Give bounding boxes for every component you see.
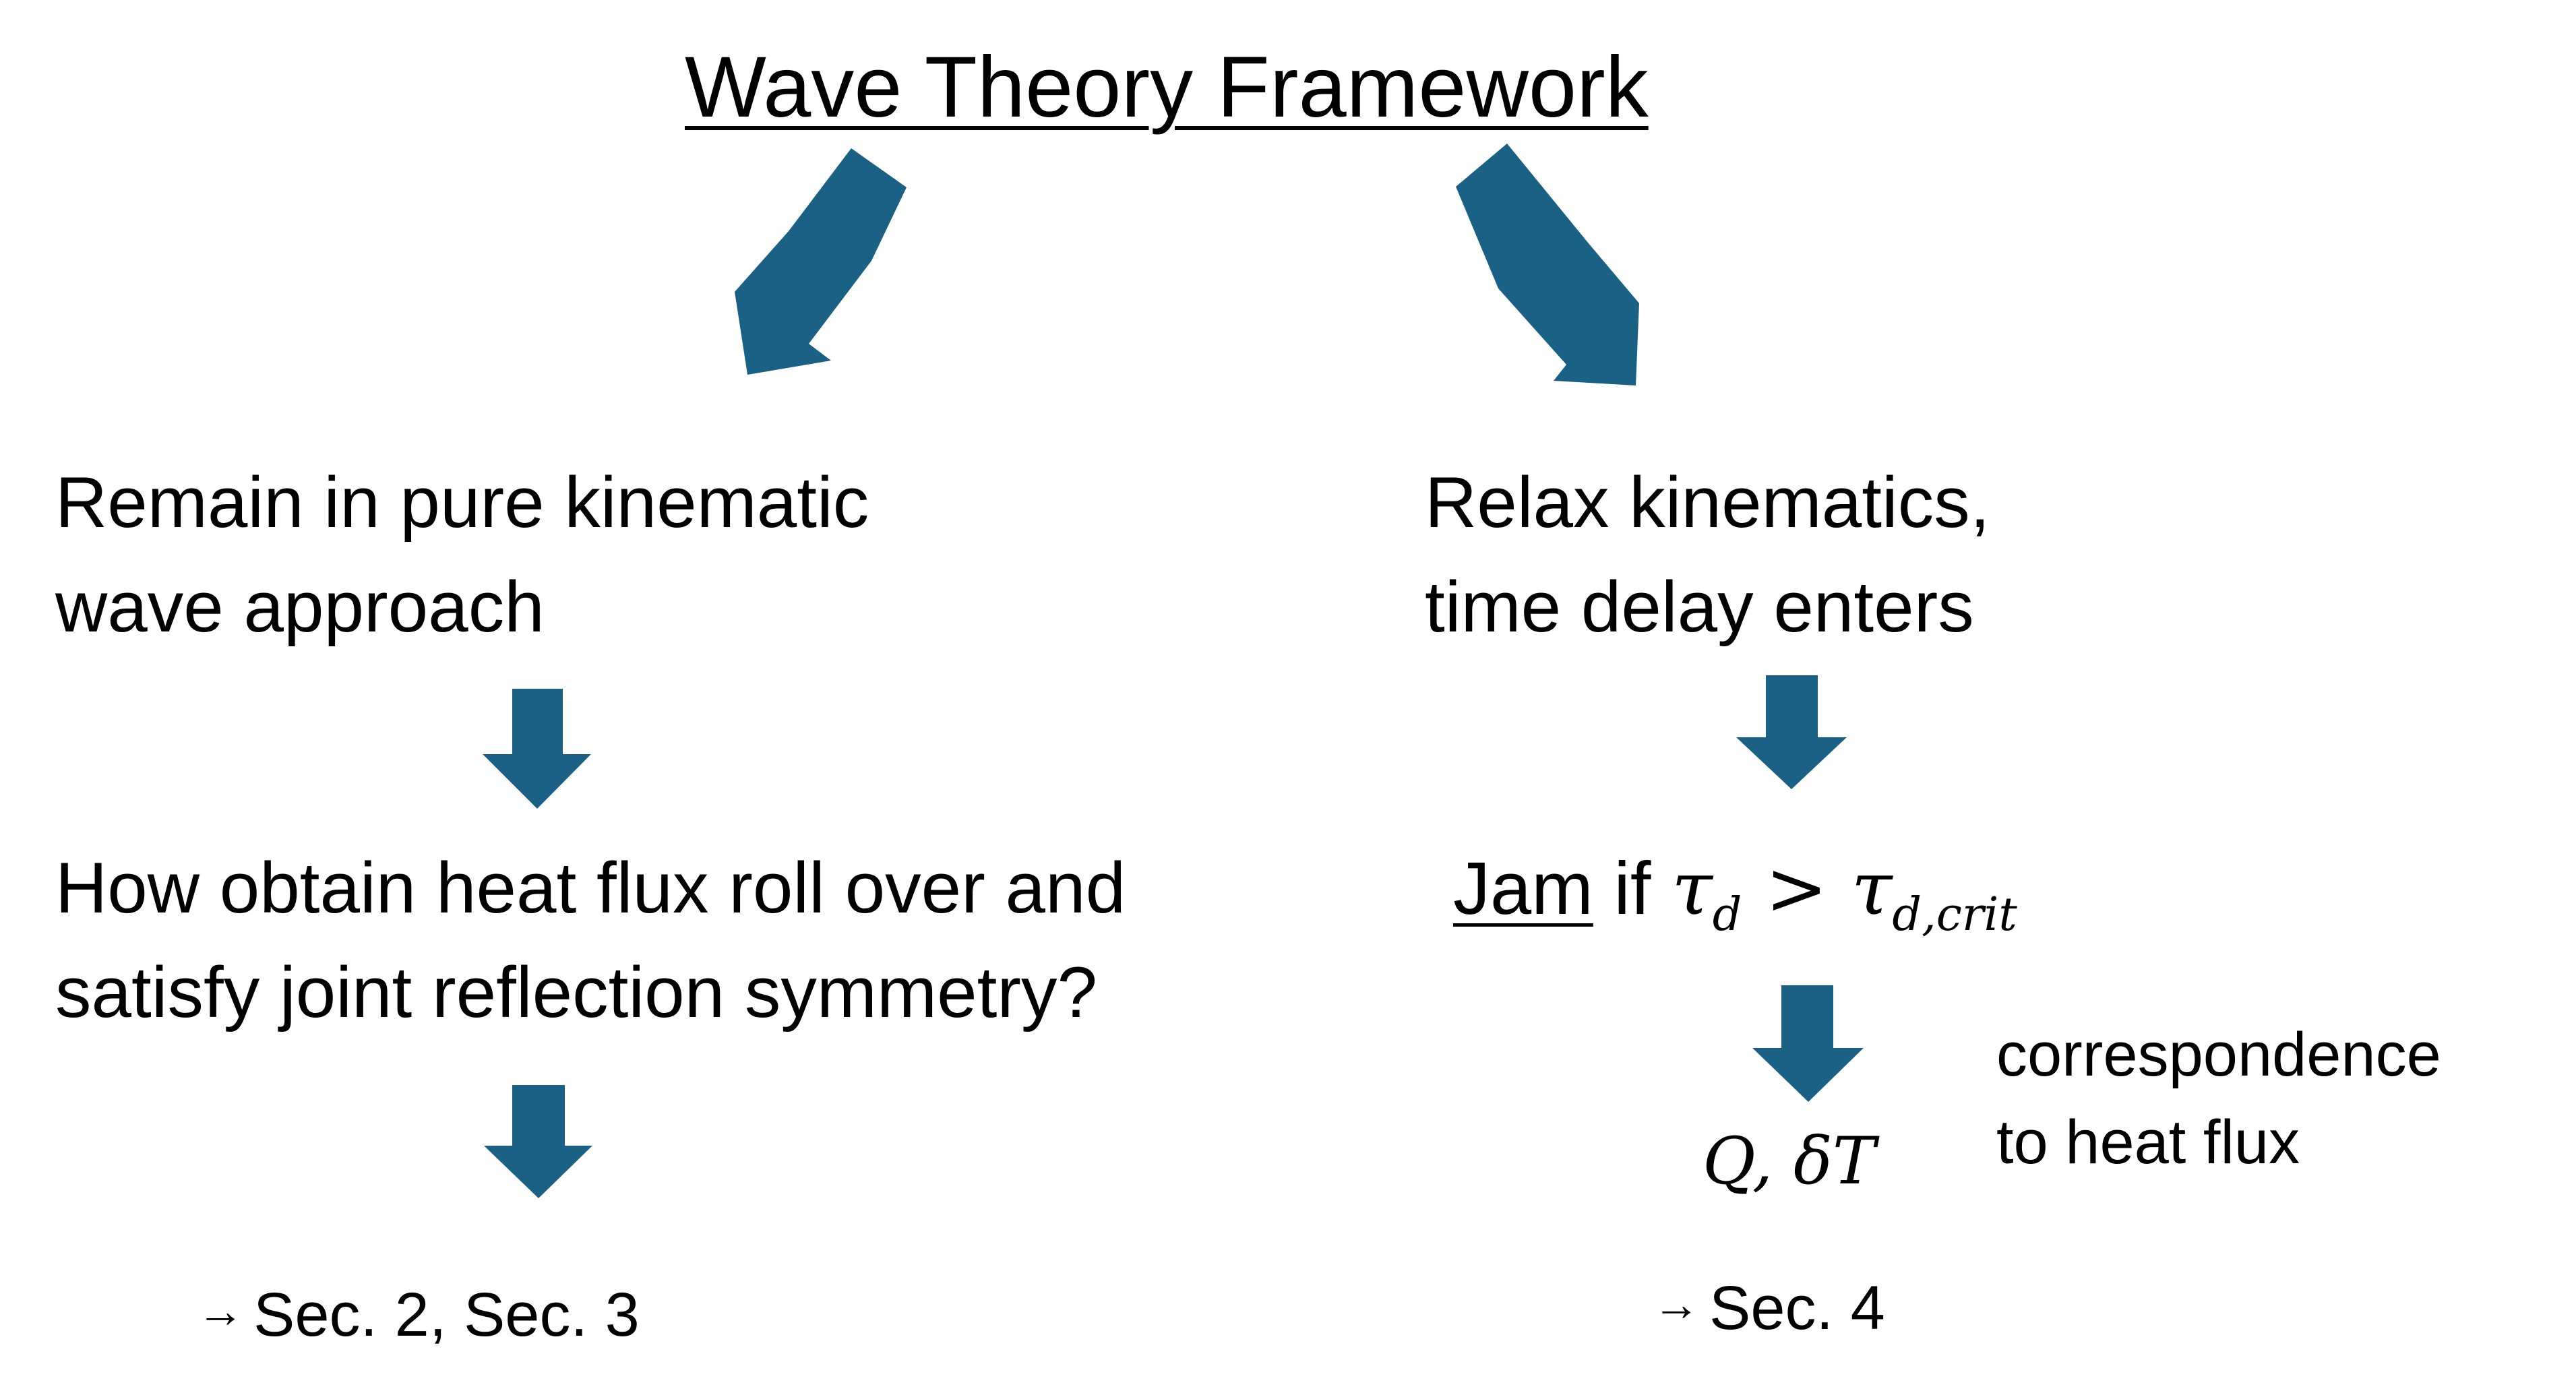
left-reference-text: Sec. 2, Sec. 3 (253, 1280, 640, 1349)
left-branch-step-2: How obtain heat flux roll over and satis… (55, 836, 1126, 1045)
down-arrow-left-1 (483, 689, 591, 809)
left-step-2-line-2: satisfy joint reflection symmetry? (55, 952, 1098, 1032)
tau-symbol: τ (1671, 845, 1713, 931)
down-arrow-right-1 (1736, 675, 1847, 789)
left-step-1-line-2: wave approach (55, 566, 545, 647)
right-step-1-line-1: Relax kinematics, (1425, 462, 1990, 543)
down-arrow-left-2 (484, 1085, 592, 1198)
right-branch-step-1: Relax kinematics, time delay enters (1425, 450, 1990, 659)
correspondence-line-1: correspondence (1996, 1020, 2441, 1089)
greater-than-sign: > (1765, 845, 1828, 931)
correspondence-note: correspondence to heat flux (1996, 1011, 2441, 1186)
right-arrow-icon: → (197, 1284, 244, 1337)
left-step-1-line-1: Remain in pure kinematic (55, 462, 869, 543)
jam-condition: Jam if τd > τd,crit (1453, 841, 2017, 962)
right-step-1-line-2: time delay enters (1425, 566, 1974, 647)
tau-subscript: d (1712, 888, 1742, 941)
diagonal-arrow-right (1456, 144, 1639, 385)
diagram-title: Wave Theory Framework (685, 39, 1649, 135)
right-section-reference: →Sec. 4 (1653, 1260, 1885, 1352)
left-step-2-line-1: How obtain heat flux roll over and (55, 847, 1126, 928)
jam-if: if (1614, 847, 1651, 930)
left-branch-step-1: Remain in pure kinematic wave approach (55, 450, 869, 659)
result-q: Q, (1703, 1123, 1773, 1199)
diagonal-arrow-left (735, 148, 907, 375)
result-delta-t: δT (1793, 1123, 1876, 1199)
result-quantities: Q, δT (1703, 1117, 1876, 1205)
jam-word: Jam (1453, 847, 1593, 930)
correspondence-line-2: to heat flux (1996, 1108, 2300, 1177)
right-arrow-icon: → (1653, 1278, 1700, 1330)
right-reference-text: Sec. 4 (1709, 1274, 1885, 1342)
jam-inequality: τd > τd,crit (1671, 845, 2017, 941)
tau-crit-subscript: d,crit (1892, 888, 2017, 941)
down-arrow-right-2 (1752, 985, 1864, 1102)
tau-crit-symbol: τ (1851, 845, 1893, 931)
left-section-reference: →Sec. 2, Sec. 3 (197, 1267, 640, 1359)
